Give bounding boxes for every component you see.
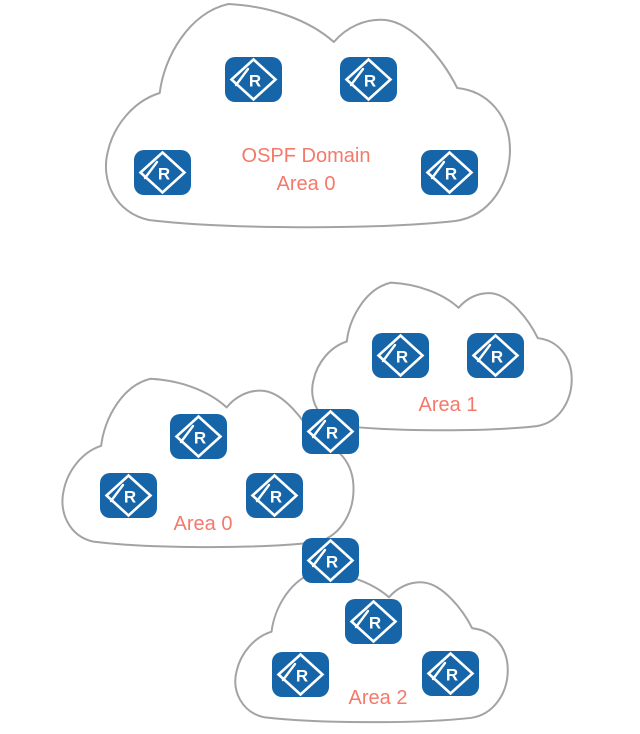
router-slash [109,483,125,503]
router-icon: R [225,57,282,102]
router-glyph: R [326,424,338,443]
abr-router-icon: R [302,538,359,583]
router-glyph: R [158,165,170,184]
router-slash [143,160,159,180]
router-icon: R [100,473,157,518]
router-diamond [306,409,355,454]
router-glyph: R [364,72,376,91]
router-diamond [426,651,475,696]
router-glyph: R [326,553,338,572]
cloud-ospf-domain-group [106,4,510,227]
router-icon: R [170,414,227,459]
router-glyph: R [194,429,206,448]
router-slash [179,424,195,444]
router-diamond [250,473,299,518]
router-slash [255,483,271,503]
router-slash [234,67,250,87]
router-icon: R [422,651,479,696]
router-slash [430,160,446,180]
router-glyph: R [491,348,503,367]
router-slash [349,67,365,87]
router-icon: R [372,333,429,378]
router-diamond [174,414,223,459]
router-diamond [471,333,520,378]
router-slash [381,343,397,363]
router-icon: R [272,652,329,697]
router-glyph: R [396,348,408,367]
router-slash [354,609,370,629]
router-glyph: R [446,666,458,685]
cloud-ospf-domain [106,4,510,227]
router-slash [431,661,447,681]
ospf-domain-label-line1: OSPF Domain [241,145,371,167]
router-glyph: R [369,614,381,633]
router-diamond [349,599,398,644]
router-diamond [138,150,187,195]
router-icon: R [421,150,478,195]
router-slash [281,662,297,682]
router-icon: R [467,333,524,378]
abr-router-icon: R [302,409,359,454]
router-icon: R [340,57,397,102]
router-diamond [229,57,278,102]
router-diamond [425,150,474,195]
router-glyph: R [249,72,261,91]
router-icon: R [345,599,402,644]
router-diamond [344,57,393,102]
router-diamond [306,538,355,583]
router-slash [311,548,327,568]
router-slash [476,343,492,363]
router-diamond [104,473,153,518]
area-2-label: Area 2 [348,687,408,709]
router-glyph: R [296,667,308,686]
router-icon: R [246,473,303,518]
router-slash [311,419,327,439]
cloud-area-1 [312,283,571,431]
router-diamond [276,652,325,697]
cloud-area-1-group [312,283,571,431]
area-1-label: Area 1 [418,394,478,416]
area-0-label: Area 0 [173,513,233,535]
router-glyph: R [124,488,136,507]
ospf-domain-label: OSPF Domain Area 0 [206,142,406,198]
router-diamond [376,333,425,378]
router-glyph: R [445,165,457,184]
router-glyph: R [270,488,282,507]
router-icon: R [134,150,191,195]
ospf-domain-label-line2: Area 0 [276,173,336,195]
